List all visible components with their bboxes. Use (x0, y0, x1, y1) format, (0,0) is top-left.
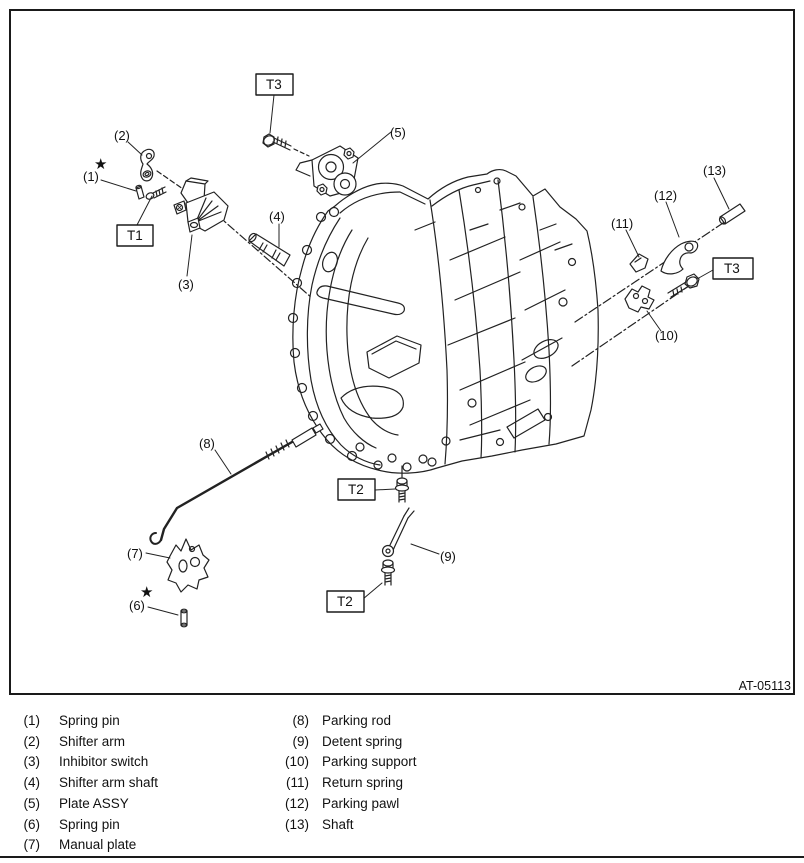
legend-label: Shaft (322, 816, 354, 832)
legend-label: Parking pawl (322, 795, 400, 811)
axis-pawl-shaft (574, 208, 745, 323)
axis-plate-bolt (293, 148, 310, 157)
torque-label-t2-lower: T2 (337, 594, 353, 609)
part-t1-bolt (145, 186, 167, 200)
part-spring-pin-6 (180, 608, 188, 628)
legend-num: (7) (23, 837, 41, 853)
callout-5: (5) (390, 125, 406, 140)
legend-num: (2) (23, 733, 41, 749)
legend-label: Return spring (322, 775, 404, 791)
part-detent-spring (381, 507, 415, 558)
part-parking-pawl (660, 240, 699, 275)
legend-item: (3) Inhibitor switch (10, 752, 158, 773)
torque-label-t1: T1 (127, 228, 143, 243)
callout-11: (11) (611, 216, 633, 231)
axis-parking-support (571, 280, 697, 367)
transmission-case (287, 168, 599, 474)
legend-item: (11) Return spring (279, 773, 417, 794)
torque-boxes: T1 T3 T3 T2 T2 (116, 73, 754, 613)
legend-label: Shifter arm shaft (59, 775, 159, 791)
part-spring-pin-1 (135, 184, 145, 200)
part-return-spring (629, 253, 649, 273)
exploded-view-drawing: ★ ★ (1) (2) (3) (4) (5) (6) (7) (8) (9) … (83, 73, 791, 693)
legend-item: (5) Plate ASSY (10, 794, 158, 815)
part-t3-top-bolt (262, 133, 292, 151)
legend-num: (4) (23, 775, 41, 791)
legend-item: (8) Parking rod (279, 711, 417, 732)
torque-label-t3-top: T3 (266, 77, 282, 92)
leader-lines (100, 94, 730, 616)
torque-label-t3-right: T3 (724, 261, 740, 276)
legend-label: Spring pin (59, 713, 120, 728)
part-shifter-arm-shaft (248, 232, 291, 267)
legend-item: (4) Shifter arm shaft (10, 773, 159, 794)
legend-num: (12) (284, 795, 309, 811)
legend-item: (1) Spring pin (10, 711, 158, 732)
legend-label: Plate ASSY (59, 795, 129, 811)
legend-num: (13) (284, 816, 309, 832)
callout-6: (6) (129, 598, 145, 613)
legend-item: (6) Spring pin (10, 815, 158, 836)
part-inhibitor-switch (173, 177, 229, 233)
star-icon: ★ (94, 156, 107, 173)
legend-num: (1) (23, 713, 41, 728)
legend-label: Parking rod (322, 713, 392, 728)
legend-label: Spring pin (59, 816, 120, 832)
part-t2-lower-bolt (380, 559, 396, 586)
callout-2: (2) (114, 128, 130, 143)
torque-label-t2-upper: T2 (348, 482, 364, 497)
part-parking-rod (149, 423, 324, 545)
legend-item: (12) Parking pawl (279, 794, 417, 815)
legend-item: (10) Parking support (279, 752, 417, 773)
legend-num: (9) (292, 733, 310, 749)
callout-3: (3) (178, 277, 194, 292)
part-t2-upper-bolt (394, 465, 410, 503)
legend-num: (8) (292, 713, 310, 728)
legend-label: Parking support (322, 754, 417, 770)
callout-labels: (1) (2) (3) (4) (5) (6) (7) (8) (9) (10)… (83, 125, 726, 613)
part-shaft (718, 203, 746, 225)
legend-num: (11) (285, 775, 309, 791)
callout-12: (12) (654, 188, 677, 203)
flange-bolt-holes (287, 206, 553, 472)
legend-num: (10) (284, 754, 309, 770)
legend-label: Detent spring (322, 733, 403, 749)
star-icon: ★ (140, 584, 153, 601)
legend-column-left: (1) Spring pin (2) Shifter arm (3) Inhibito… (10, 711, 159, 856)
page-bottom-rule (0, 856, 804, 858)
legend-item: (13) Shaft (279, 815, 417, 836)
legend-item: (7) Manual plate (10, 835, 158, 856)
part-plate-assy (295, 145, 359, 197)
legend-label: Manual plate (59, 837, 137, 853)
part-manual-plate (166, 538, 210, 593)
axis-shifter-shaft (215, 213, 313, 299)
legend-num: (5) (23, 795, 41, 811)
figure-code: AT-05113 (739, 679, 791, 693)
callout-4: (4) (269, 209, 285, 224)
callout-1: (1) (83, 169, 99, 184)
callout-7: (7) (127, 546, 143, 561)
part-shifter-arm (140, 148, 155, 182)
part-parking-support (624, 285, 655, 313)
callout-13: (13) (703, 163, 726, 178)
legend-column-right: (8) Parking rod (9) Detent spring (10) Park… (279, 711, 417, 835)
legend-label: Shifter arm (59, 733, 126, 749)
figure-frame: ★ ★ (1) (2) (3) (4) (5) (6) (7) (8) (9) … (9, 9, 795, 695)
legend-num: (3) (23, 754, 41, 770)
callout-9: (9) (440, 549, 456, 564)
legend-num: (6) (23, 816, 41, 832)
callout-8: (8) (199, 436, 215, 451)
legend-item: (2) Shifter arm (10, 732, 158, 753)
legend-item: (9) Detent spring (279, 732, 417, 753)
callout-10: (10) (655, 328, 678, 343)
part-t3-right-bolt (667, 273, 700, 298)
legend-label: Inhibitor switch (59, 754, 149, 770)
